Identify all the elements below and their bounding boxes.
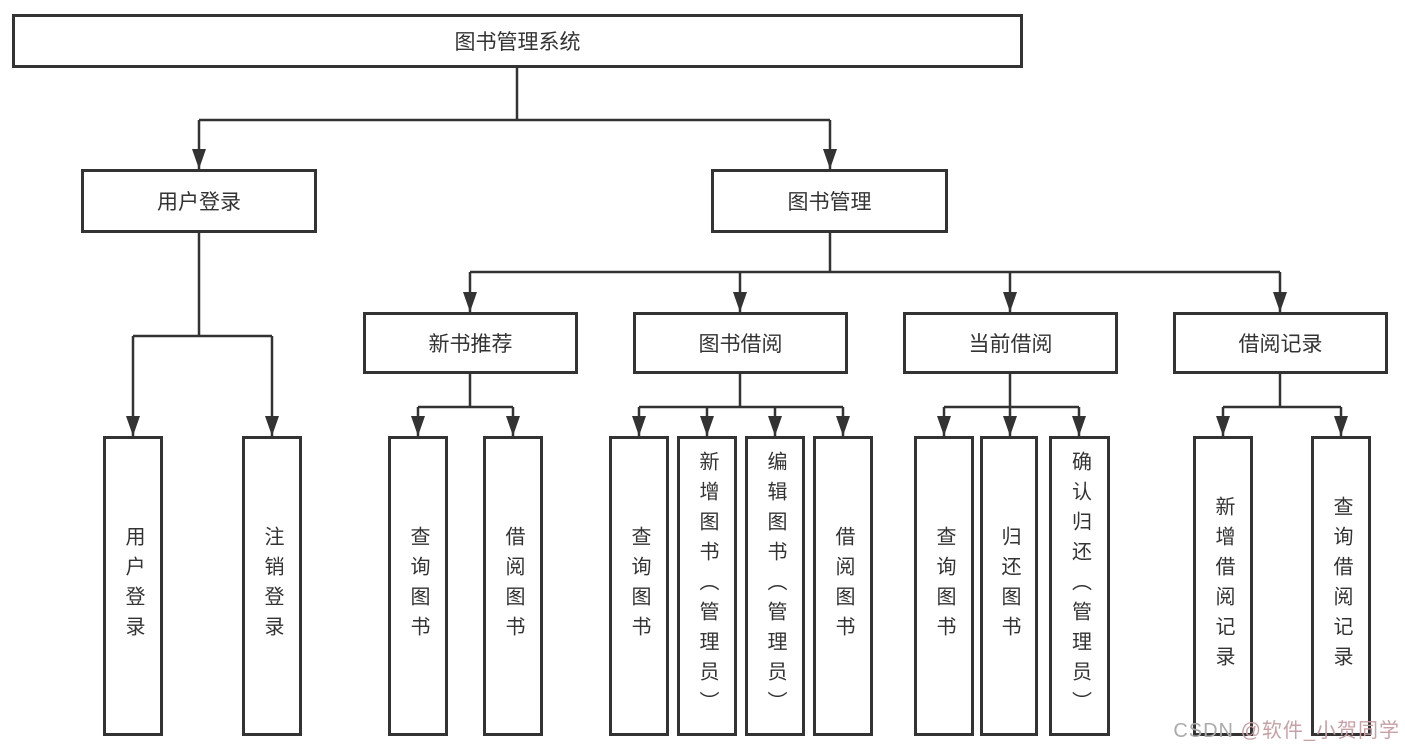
- arrow-down-icon: [463, 292, 477, 312]
- node-book-management: 图书管理: [711, 169, 948, 233]
- arrow-down-icon: [768, 416, 782, 436]
- connector-user-login-to-children: [131, 233, 274, 436]
- leaf-edit-book-admin-label: 编辑图书（管理员）: [764, 451, 786, 721]
- node-new-book-recommend: 新书推荐: [363, 312, 578, 374]
- leaf-edit-book-admin: 编辑图书（管理员）: [745, 436, 805, 736]
- arrow-down-icon: [1003, 292, 1017, 312]
- leaf-confirm-return-admin-label: 确认归还（管理员）: [1068, 451, 1091, 721]
- leaf-add-book-admin-label: 新增图书（管理员）: [696, 451, 718, 721]
- arrow-down-icon: [1334, 416, 1348, 436]
- node-new-book-recommend-label: 新书推荐: [428, 333, 513, 356]
- leaf-add-book-admin: 新增图书（管理员）: [677, 436, 737, 736]
- node-current-borrowing-label: 当前借阅: [968, 333, 1053, 356]
- leaf-borrow-books-recommend: 借阅图书: [483, 436, 543, 736]
- leaf-borrow-books-borrowing-label: 借阅图书: [832, 526, 854, 646]
- node-user-login: 用户登录: [81, 169, 317, 233]
- arrow-down-icon: [823, 149, 837, 169]
- connector-borrow-records-to-children: [1221, 373, 1343, 436]
- connector-new-book-recommend-to-children: [416, 373, 515, 436]
- arrow-down-icon: [836, 416, 850, 436]
- leaf-query-books-recommend-label: 查询图书: [407, 526, 429, 646]
- arrow-down-icons: [126, 149, 1348, 436]
- connector-lines: [131, 68, 1343, 436]
- leaf-add-borrow-record-label: 新增借阅记录: [1212, 496, 1234, 676]
- connector-book-management-to-level3: [468, 233, 1282, 312]
- node-book-borrowing-label: 图书借阅: [698, 333, 783, 356]
- watermark-handle: @软件_小贺同学: [1240, 720, 1400, 742]
- node-user-login-label: 用户登录: [157, 191, 241, 214]
- watermark: CSDN @软件_小贺同学: [1173, 714, 1400, 743]
- arrow-down-icon: [1003, 416, 1017, 436]
- leaf-user-login: 用户登录: [103, 436, 163, 736]
- leaf-query-books-recommend: 查询图书: [388, 436, 448, 736]
- arrow-down-icon: [1273, 292, 1287, 312]
- node-root: 图书管理系统: [12, 14, 1023, 68]
- node-borrow-records-label: 借阅记录: [1238, 333, 1323, 356]
- arrow-down-icon: [411, 416, 425, 436]
- arrow-down-icon: [126, 416, 140, 436]
- connector-book-borrowing-to-children: [637, 373, 845, 436]
- leaf-logout-label: 注销登录: [261, 526, 283, 646]
- arrow-down-icon: [632, 416, 646, 436]
- arrow-down-icon: [192, 149, 206, 169]
- leaf-query-borrow-record: 查询借阅记录: [1311, 436, 1371, 736]
- leaf-query-borrow-record-label: 查询借阅记录: [1330, 496, 1352, 676]
- leaf-add-borrow-record: 新增借阅记录: [1193, 436, 1253, 736]
- leaf-borrow-books-borrowing: 借阅图书: [813, 436, 873, 736]
- arrow-down-icon: [506, 416, 520, 436]
- node-book-borrowing: 图书借阅: [633, 312, 848, 374]
- arrow-down-icon: [265, 416, 279, 436]
- arrow-down-icon: [700, 416, 714, 436]
- leaf-borrow-books-recommend-label: 借阅图书: [502, 526, 524, 646]
- arrow-down-icon: [1216, 416, 1230, 436]
- leaf-confirm-return-admin: 确认归还（管理员）: [1049, 436, 1110, 736]
- leaf-query-books-borrowing: 查询图书: [609, 436, 669, 736]
- leaf-query-books-borrowing-label: 查询图书: [628, 526, 650, 646]
- leaf-user-login-label: 用户登录: [122, 526, 144, 646]
- node-root-label: 图书管理系统: [454, 31, 581, 54]
- connector-root-to-level2: [197, 68, 832, 169]
- leaf-query-books-current-label: 查询图书: [933, 526, 955, 646]
- leaf-query-books-current: 查询图书: [914, 436, 974, 736]
- node-current-borrowing: 当前借阅: [903, 312, 1118, 374]
- arrow-down-icon: [1072, 416, 1086, 436]
- arrow-down-icon: [733, 292, 747, 312]
- arrow-down-icon: [937, 416, 951, 436]
- node-borrow-records: 借阅记录: [1173, 312, 1388, 374]
- node-book-management-label: 图书管理: [787, 191, 872, 214]
- leaf-logout: 注销登录: [242, 436, 302, 736]
- leaf-return-book-label: 归还图书: [998, 526, 1020, 646]
- leaf-return-book: 归还图书: [980, 436, 1038, 736]
- watermark-brand: CSDN: [1173, 720, 1234, 742]
